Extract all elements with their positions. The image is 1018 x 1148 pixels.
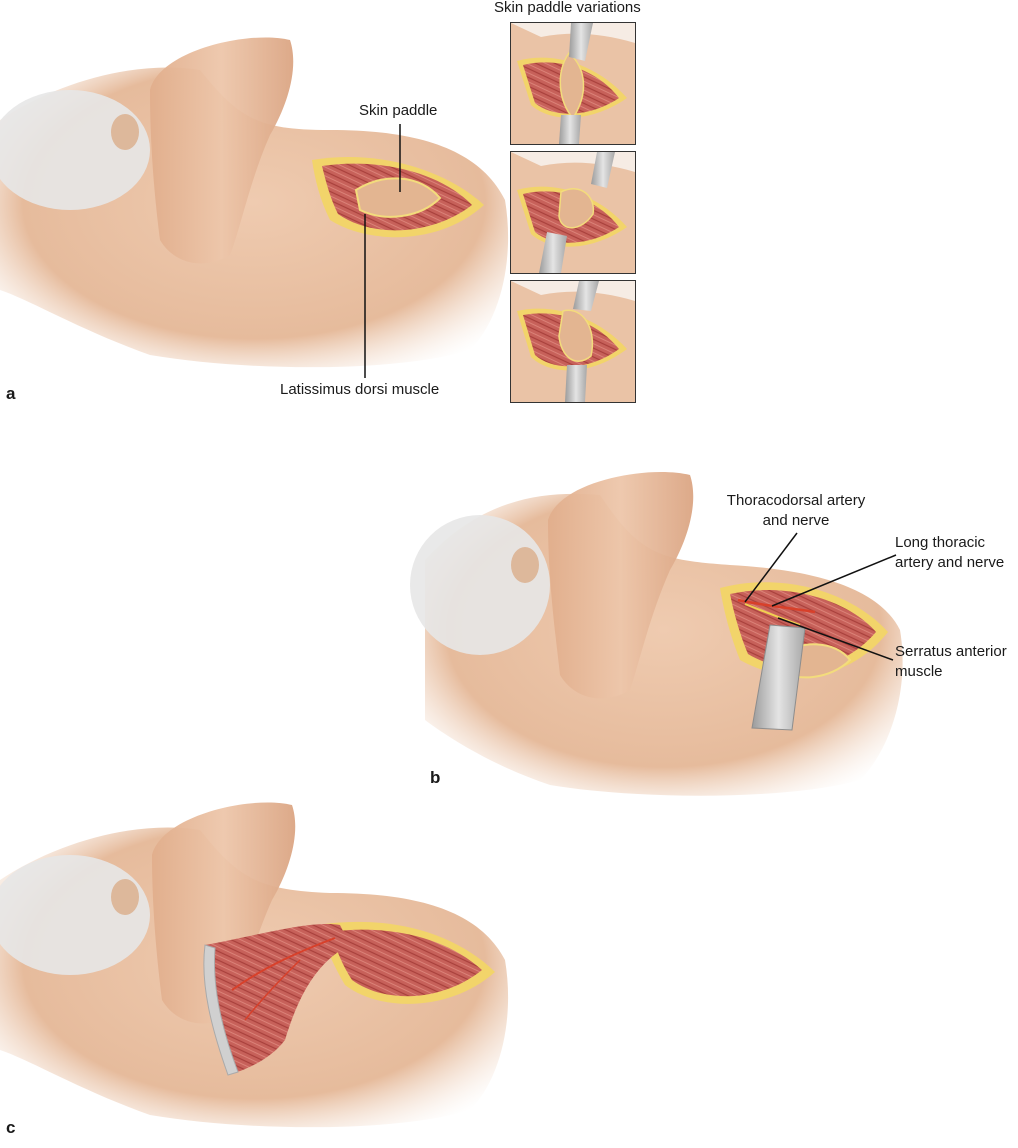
variations-title: Skin paddle variations xyxy=(494,0,641,16)
thoracodorsal-leader xyxy=(744,532,798,603)
variation-inset-2-drawing xyxy=(511,152,635,273)
serratus-label-line2: muscle xyxy=(895,663,943,680)
panel-a-letter: a xyxy=(6,384,16,403)
serratus-leader xyxy=(777,617,894,661)
variation-inset-3 xyxy=(510,280,636,403)
long-thoracic-leader xyxy=(771,554,897,607)
thoracodorsal-label-line1: Thoracodorsal artery xyxy=(726,492,866,509)
variation-inset-3-drawing xyxy=(511,281,635,402)
thoracodorsal-label: Thoracodorsal artery and nerve xyxy=(718,491,874,531)
variation-inset-1 xyxy=(510,22,636,145)
panel-b-illustration xyxy=(410,472,903,796)
long-thoracic-label: Long thoracic artery and nerve xyxy=(895,533,1004,573)
variation-inset-1-drawing xyxy=(511,23,635,144)
latissimus-label: Latissimus dorsi muscle xyxy=(280,381,440,398)
serratus-label-line1: Serratus anterior xyxy=(895,643,1007,660)
panel-c-illustration xyxy=(0,802,509,1128)
panel-b-letter: b xyxy=(430,768,441,787)
serratus-label: Serratus anterior muscle xyxy=(895,642,1007,682)
long-thoracic-label-line1: Long thoracic xyxy=(895,534,986,551)
panel-a-illustration xyxy=(0,37,509,368)
panel-c-letter: c xyxy=(6,1118,16,1137)
skin-paddle-label: Skin paddle xyxy=(359,102,438,119)
variation-inset-2 xyxy=(510,151,636,274)
thoracodorsal-label-line2: and nerve xyxy=(762,512,830,529)
long-thoracic-label-line2: artery and nerve xyxy=(895,554,1005,571)
